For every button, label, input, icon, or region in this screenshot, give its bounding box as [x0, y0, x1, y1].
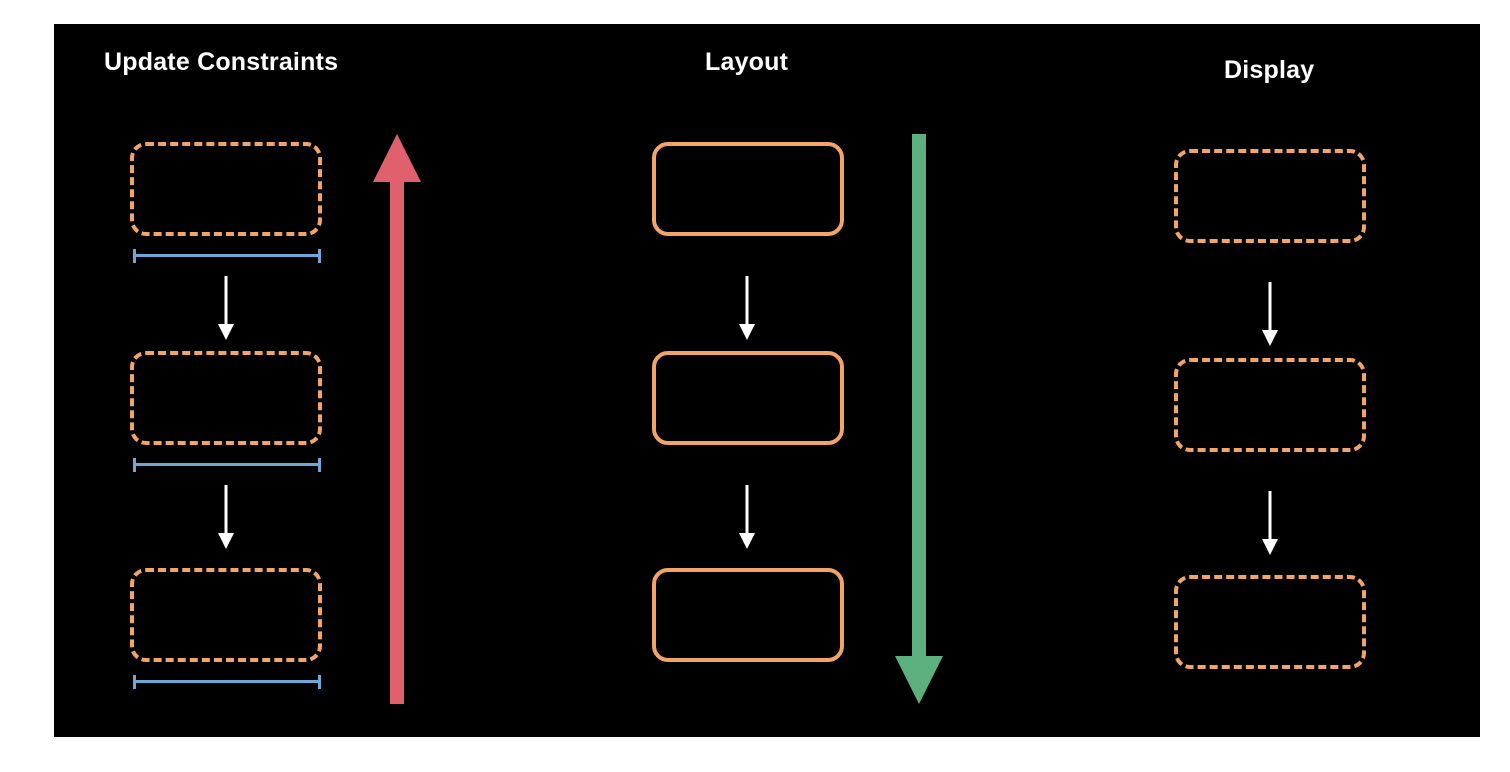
display-view-box-1 — [1174, 149, 1366, 243]
step-arrow-icon — [218, 485, 234, 549]
arrow-down-icon — [895, 134, 943, 704]
step-arrow-icon — [1262, 282, 1278, 346]
constraint-line-1 — [133, 249, 321, 263]
constraints-view-box-2 — [130, 351, 322, 445]
step-arrow-icon — [739, 276, 755, 340]
step-arrow-icon — [739, 485, 755, 549]
constraint-line-2 — [133, 458, 321, 472]
display-title: Display — [1224, 56, 1315, 84]
update-constraints-title: Update Constraints — [104, 48, 339, 76]
display-view-box-3 — [1174, 575, 1366, 669]
layout-title: Layout — [705, 48, 789, 76]
layout-view-box-3 — [652, 568, 844, 662]
constraints-view-box-3 — [130, 568, 322, 662]
step-arrow-icon — [218, 276, 234, 340]
display-view-box-2 — [1174, 358, 1366, 452]
layout-view-box-1 — [652, 142, 844, 236]
constraint-line-3 — [133, 675, 321, 689]
arrow-up-icon — [373, 134, 421, 704]
constraints-view-box-1 — [130, 142, 322, 236]
layout-view-box-2 — [652, 351, 844, 445]
diagram-slide: Update Constraints Layout D — [54, 24, 1480, 737]
step-arrow-icon — [1262, 491, 1278, 555]
